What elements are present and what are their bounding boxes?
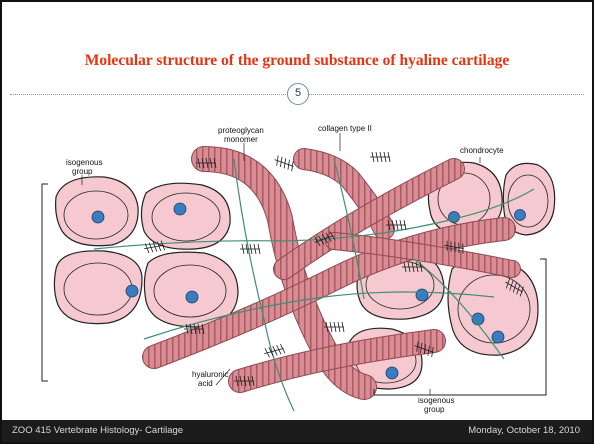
label-proteoglycan-2: monomer bbox=[224, 135, 258, 144]
label-hyaluronic-2: acid bbox=[198, 379, 213, 388]
label-isogenous-group-bottom-1: isogenous bbox=[418, 396, 454, 405]
nucleus bbox=[174, 203, 186, 215]
nucleus bbox=[386, 367, 398, 379]
nucleus bbox=[449, 212, 460, 223]
bracket-left bbox=[42, 184, 48, 381]
cartilage-diagram-svg: isogenous group proteoglycan monomer col… bbox=[34, 119, 562, 417]
footer-course: ZOO 415 Vertebrate Histology- Cartilage bbox=[12, 425, 183, 436]
cartilage-diagram: isogenous group proteoglycan monomer col… bbox=[34, 119, 562, 417]
footer-date: Monday, October 18, 2010 bbox=[468, 425, 580, 436]
slide-number-badge: 5 bbox=[287, 83, 309, 105]
label-hyaluronic-1: hyaluronic bbox=[192, 370, 228, 379]
label-proteoglycan-1: proteoglycan bbox=[218, 126, 264, 135]
nucleus bbox=[492, 331, 504, 343]
nucleus bbox=[92, 211, 104, 223]
slide-title: Molecular structure of the ground substa… bbox=[2, 52, 592, 70]
label-chondrocyte: chondrocyte bbox=[460, 146, 504, 155]
label-collagen: collagen type II bbox=[318, 124, 372, 133]
cell-group-left bbox=[54, 177, 238, 327]
nucleus bbox=[186, 291, 198, 303]
nucleus bbox=[416, 289, 428, 301]
nucleus bbox=[126, 285, 138, 297]
slide-number: 5 bbox=[288, 84, 308, 103]
label-isogenous-group-top-2: group bbox=[72, 167, 93, 176]
slide-footer: ZOO 415 Vertebrate Histology- Cartilage … bbox=[2, 420, 592, 442]
nucleus bbox=[515, 210, 526, 221]
label-isogenous-group-top-1: isogenous bbox=[66, 158, 102, 167]
label-isogenous-group-bottom-2: group bbox=[424, 405, 445, 414]
